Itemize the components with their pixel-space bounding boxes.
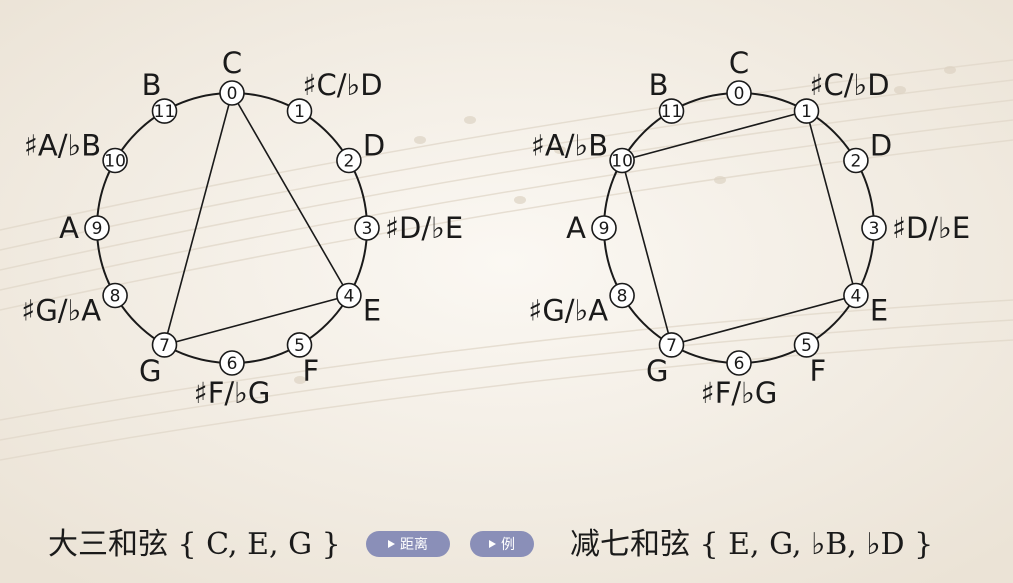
example-button-label: 例 xyxy=(501,537,515,553)
left-node-9 xyxy=(84,215,110,241)
right-node-10 xyxy=(609,147,635,174)
left-node-10 xyxy=(102,147,128,174)
left-node-number-7: 7 xyxy=(159,336,170,356)
right-note-label-0: C xyxy=(729,46,749,80)
left-node-number-8: 8 xyxy=(110,287,121,307)
distance-button[interactable]: 距离 xyxy=(366,531,450,557)
right-node-number-8: 8 xyxy=(617,287,628,307)
left-note-label-4: E xyxy=(363,294,381,328)
right-node-6 xyxy=(726,350,752,376)
major-triad-circle: 0 1 2 3 4 5 6 7 8 9 10 11 C ♯C/♭D D ♯D/♭E E F ♯F/♭G G ♯G/♭A A… xyxy=(21,46,463,410)
left-node-2 xyxy=(336,147,362,174)
left-note-label-5: F xyxy=(303,354,320,388)
right-note-label-6: ♯F/♭G xyxy=(701,376,778,410)
right-node-number-10: 10 xyxy=(611,152,633,172)
right-note-label-4: E xyxy=(870,294,888,328)
right-note-label-11: B xyxy=(649,68,669,102)
right-ring xyxy=(603,92,875,364)
left-note-label-11: B xyxy=(142,68,162,102)
left-node-6 xyxy=(219,350,245,376)
right-node-number-6: 6 xyxy=(734,354,745,374)
left-note-label-1: ♯C/♭D xyxy=(303,68,383,102)
left-node-number-5: 5 xyxy=(294,336,305,356)
right-node-1 xyxy=(793,98,820,124)
diminished-seventh-circle: 0 1 2 3 4 5 6 7 8 9 10 11 C ♯C/♭D D ♯D/♭E E F ♯F/♭G G ♯G/♭A A… xyxy=(528,46,970,410)
left-note-label-9: A xyxy=(59,211,79,245)
right-chord-polygon xyxy=(621,110,857,346)
right-node-9 xyxy=(591,215,617,241)
left-note-label-8: ♯G/♭A xyxy=(21,294,101,328)
right-node-7 xyxy=(658,332,685,358)
left-node-4 xyxy=(336,282,362,309)
right-node-0 xyxy=(726,80,752,106)
left-node-0 xyxy=(219,80,245,106)
left-note-label-7: G xyxy=(139,354,161,388)
left-chord-polygon xyxy=(163,90,351,347)
left-node-7 xyxy=(151,332,178,358)
left-node-1 xyxy=(286,98,313,124)
left-note-label-6: ♯F/♭G xyxy=(194,376,271,410)
right-note-label-7: G xyxy=(646,354,668,388)
major-triad-caption: 大三和弦 { C, E, G } xyxy=(48,527,341,562)
left-node-number-4: 4 xyxy=(343,287,354,307)
right-node-4 xyxy=(843,282,869,309)
left-ring xyxy=(96,92,368,364)
right-node-number-9: 9 xyxy=(599,219,610,239)
left-node-11 xyxy=(151,98,178,124)
right-note-label-3: ♯D/♭E xyxy=(892,211,970,245)
right-note-label-1: ♯C/♭D xyxy=(810,68,890,102)
left-node-number-6: 6 xyxy=(227,354,238,374)
left-node-number-1: 1 xyxy=(294,102,305,122)
left-node-8 xyxy=(102,282,128,309)
right-node-number-3: 3 xyxy=(869,219,880,239)
right-node-number-1: 1 xyxy=(801,102,812,122)
right-node-3 xyxy=(861,215,887,241)
right-node-2 xyxy=(843,147,869,174)
right-node-number-11: 11 xyxy=(661,102,683,122)
right-node-number-7: 7 xyxy=(666,336,677,356)
left-note-label-3: ♯D/♭E xyxy=(385,211,463,245)
distance-button-label: 距离 xyxy=(400,537,428,553)
left-node-number-11: 11 xyxy=(154,102,176,122)
right-node-11 xyxy=(658,98,685,124)
diminished-seventh-caption: 减七和弦 { E, G, ♭B, ♭D } xyxy=(570,527,934,562)
right-note-label-10: ♯A/♭B xyxy=(531,129,608,163)
left-node-5 xyxy=(286,332,313,358)
left-node-number-10: 10 xyxy=(104,152,126,172)
left-note-label-0: C xyxy=(222,46,242,80)
right-node-number-4: 4 xyxy=(850,287,861,307)
example-button[interactable]: 例 xyxy=(470,531,534,557)
right-node-number-5: 5 xyxy=(801,336,812,356)
left-node-3 xyxy=(354,215,380,241)
left-node-number-2: 2 xyxy=(343,152,354,172)
caption-row: 大三和弦 { C, E, G } 距离 例 减七和弦 { E, G, ♭B, ♭… xyxy=(0,522,1013,568)
left-node-number-0: 0 xyxy=(227,84,238,104)
left-node-number-9: 9 xyxy=(92,219,103,239)
left-note-label-2: D xyxy=(363,129,385,163)
right-node-5 xyxy=(793,332,820,358)
right-note-label-5: F xyxy=(810,354,827,388)
right-node-number-2: 2 xyxy=(850,152,861,172)
right-node-8 xyxy=(609,282,635,309)
right-note-label-8: ♯G/♭A xyxy=(528,294,608,328)
right-node-number-0: 0 xyxy=(734,84,745,104)
left-node-number-3: 3 xyxy=(362,219,373,239)
right-note-label-9: A xyxy=(566,211,586,245)
play-icon xyxy=(489,540,496,548)
right-note-label-2: D xyxy=(870,129,892,163)
left-note-label-10: ♯A/♭B xyxy=(24,129,101,163)
play-icon xyxy=(388,540,395,548)
